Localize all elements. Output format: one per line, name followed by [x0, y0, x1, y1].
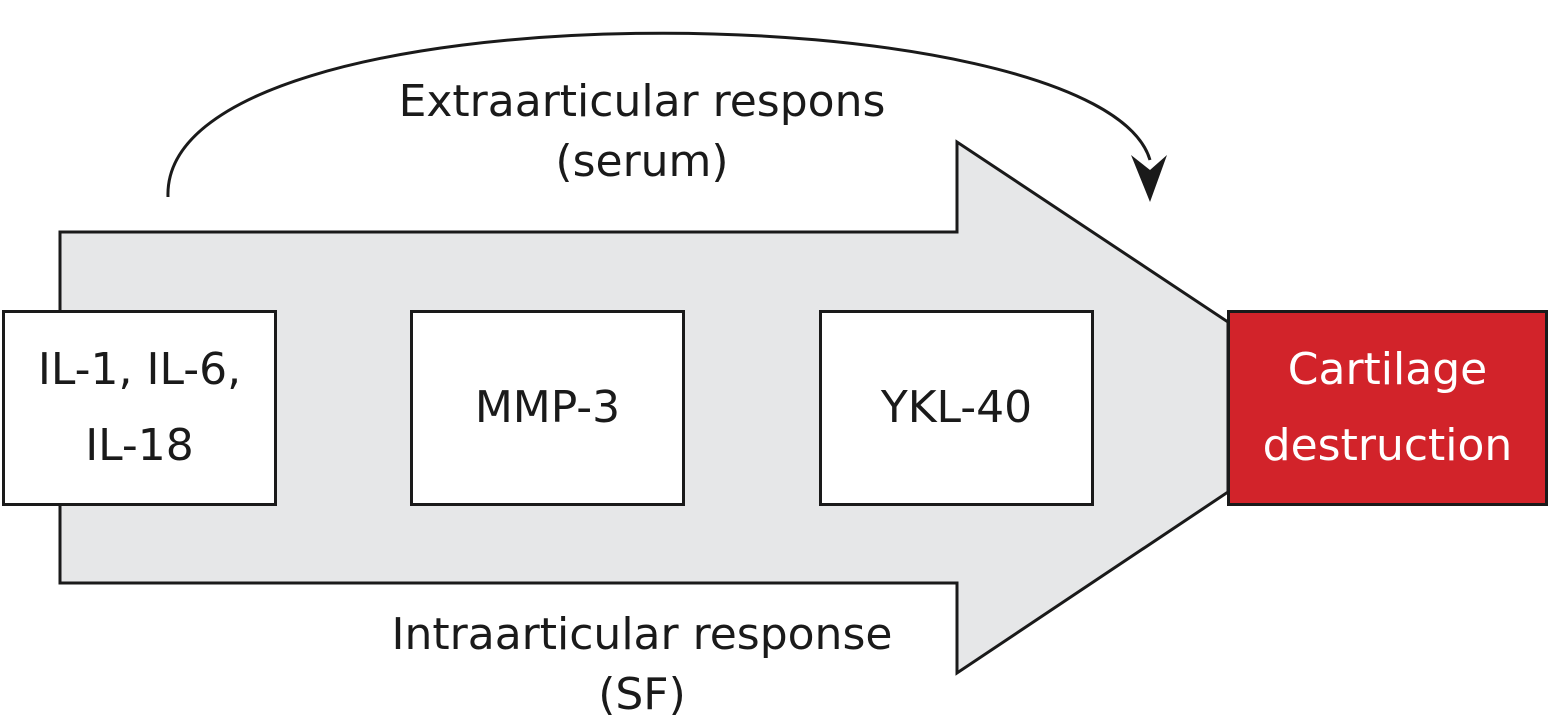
outcome-box-cartilage-destruction: Cartilage destruction — [1227, 310, 1548, 506]
top-response-line1: Extraarticular respons — [398, 76, 886, 127]
curved-arrow-head — [1131, 155, 1167, 202]
marker-box-mmp3: MMP-3 — [410, 310, 685, 506]
outcome-line2: destruction — [1262, 420, 1513, 471]
bottom-response-label: Intraarticular response (SF) — [382, 605, 902, 723]
top-response-line2: (serum) — [555, 136, 729, 187]
marker-box-ykl40: YKL-40 — [819, 310, 1094, 506]
marker-box-interleukins-line2: IL-18 — [85, 420, 194, 471]
marker-box-mmp3-label: MMP-3 — [474, 382, 621, 433]
marker-box-interleukins-line1: IL-1, IL-6, — [37, 344, 242, 395]
top-response-label: Extraarticular respons (serum) — [392, 72, 892, 192]
outcome-line1: Cartilage — [1287, 344, 1488, 395]
bottom-response-line1: Intraarticular response — [391, 609, 893, 660]
bottom-response-line2: (SF) — [598, 669, 686, 720]
marker-box-ykl40-label: YKL-40 — [880, 382, 1033, 433]
marker-box-interleukins: IL-1, IL-6, IL-18 — [2, 310, 277, 506]
curved-arrow — [166, 31, 1152, 198]
